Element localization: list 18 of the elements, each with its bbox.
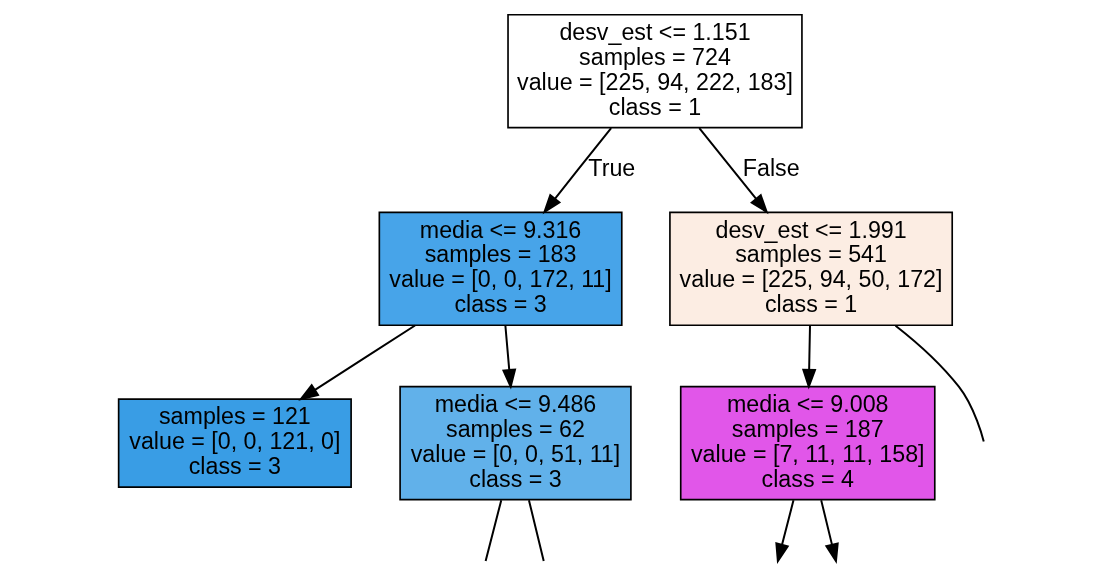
connector — [894, 324, 985, 443]
arrow — [697, 127, 769, 215]
connector — [484, 499, 502, 562]
node-box: media <= 9.486 samples = 62 value = [0, 0, 51, 11] class = 3 — [398, 385, 632, 501]
arrow — [819, 499, 839, 564]
arrow — [297, 324, 416, 401]
node-box: samples = 121 value = [0, 0, 121, 0] class = 3 — [117, 398, 352, 488]
node-box: media <= 9.316 samples = 183 value = [0, 0, 172, 11] class = 3 — [378, 211, 623, 327]
node-box: desv_est <= 1.991 samples = 541 value = [225, 94, 50, 172] class = 1 — [668, 211, 953, 327]
node-box: desv_est <= 1.151 samples = 724 value = [225, 94, 222, 183] class = 1 — [506, 13, 803, 129]
node-box: media <= 9.008 samples = 187 value = [7, 11, 11, 158] class = 4 — [679, 385, 936, 501]
arrow — [542, 127, 612, 215]
arrow — [801, 324, 816, 390]
arrow — [501, 324, 516, 390]
edge-label: False — [742, 155, 800, 182]
connector — [527, 499, 545, 562]
arrow — [774, 499, 794, 564]
edge-label: True — [587, 155, 635, 182]
